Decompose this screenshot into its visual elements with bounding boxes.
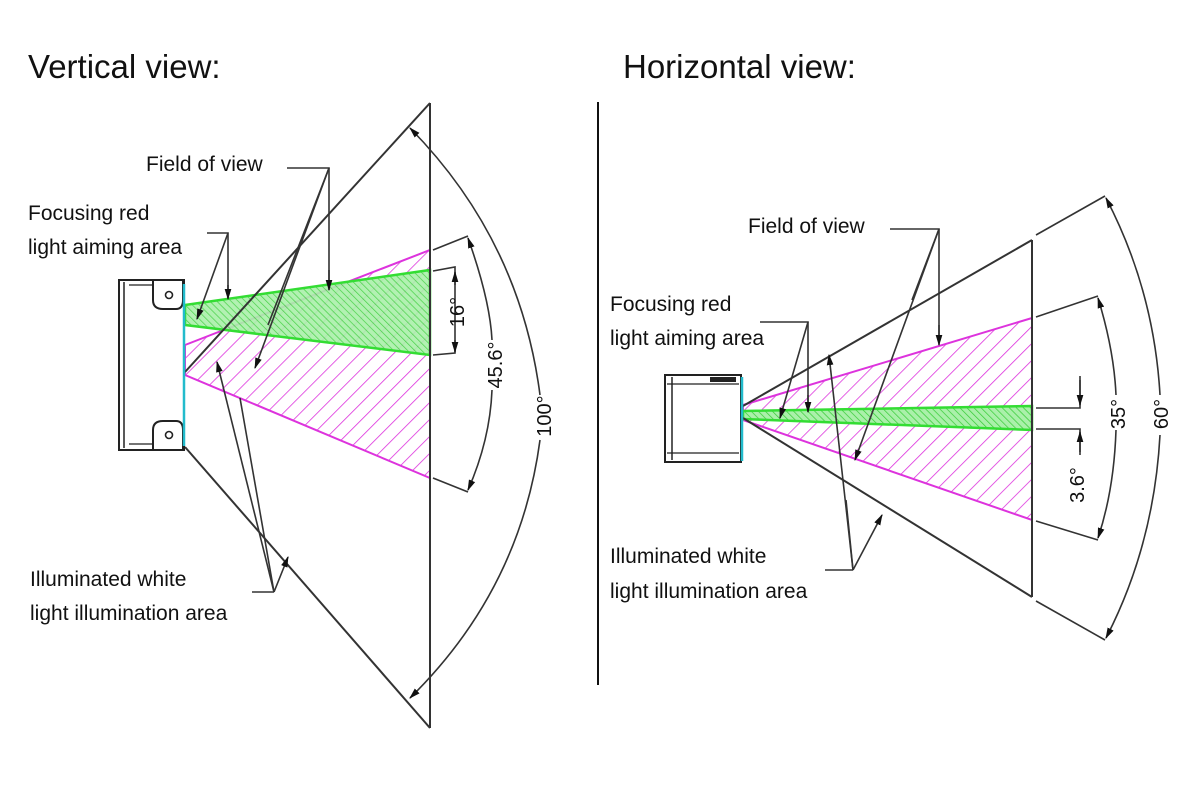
vertical-illumination-angle-dimension: 45.6° — [432, 235, 507, 493]
vertical-aiming-label-line1: Focusing red — [28, 202, 150, 225]
vertical-illumination-angle: 45.6° — [485, 342, 507, 389]
vertical-aiming-label-line2: light aiming area — [28, 236, 183, 259]
vertical-aiming-angle-dimension: 16° — [432, 266, 469, 356]
horizontal-device-body — [664, 374, 744, 463]
vertical-illumination-label-line1: Illuminated white — [30, 568, 187, 591]
horizontal-illumination-angle-dimension: 35° — [1035, 295, 1130, 541]
vertical-fov-upper-edge — [184, 102, 431, 373]
horizontal-aiming-label-line2: light aiming area — [610, 327, 765, 350]
horizontal-fov-angle: 60° — [1151, 399, 1173, 429]
horizontal-view-diagram: 3.6° 35° 60° — [664, 195, 1173, 641]
vertical-view-diagram: 16° 45.6° 100° — [118, 102, 556, 729]
horizontal-fov-angle-dimension: 60° — [1035, 195, 1173, 641]
vertical-illumination-label-line2: light illumination area — [30, 602, 228, 625]
vertical-field-of-view-label: Field of view — [146, 153, 263, 176]
vertical-aiming-angle: 16° — [447, 297, 469, 327]
vertical-fov-lower-edge — [184, 446, 431, 729]
vertical-mount-lug-bottom — [152, 420, 184, 451]
vertical-fov-angle: 100° — [534, 395, 556, 436]
vertical-mount-lug-top — [152, 279, 184, 310]
horizontal-aiming-label-line1: Focusing red — [610, 293, 732, 316]
horizontal-view-title: Horizontal view: — [623, 48, 856, 85]
horizontal-field-of-view-label: Field of view — [748, 215, 865, 238]
vertical-view-title: Vertical view: — [28, 48, 221, 85]
horizontal-illumination-label-line1: Illuminated white — [610, 545, 767, 568]
panel-divider — [597, 102, 599, 685]
horizontal-illumination-label-line2: light illumination area — [610, 580, 808, 603]
vertical-device-body — [118, 279, 186, 451]
vertical-fov-angle-dimension: 100° — [409, 127, 556, 699]
horizontal-aiming-angle: 3.6° — [1067, 467, 1089, 503]
horizontal-aiming-angle-dimension: 3.6° — [1036, 376, 1089, 503]
horizontal-illumination-angle: 35° — [1108, 399, 1130, 429]
horizontal-fov-lower-edge — [742, 417, 1033, 598]
